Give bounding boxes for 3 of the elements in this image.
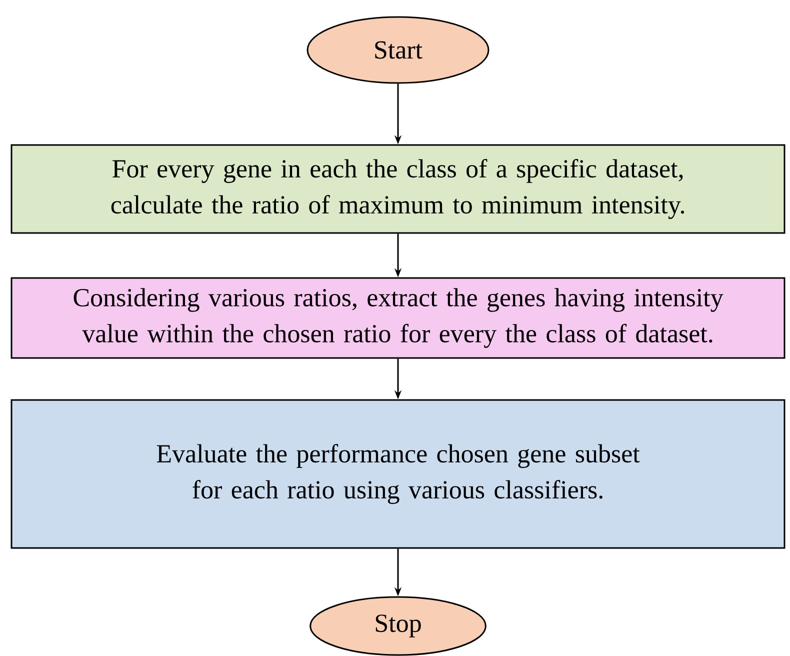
process-box: Evaluate the performance chosen gene subset for each ratio using various classifiers. bbox=[10, 399, 786, 549]
process-box: Considering various ratios, extract the genes having intensity value within the chosen ratio for every the class of dataset. bbox=[10, 277, 786, 359]
process-box: For every gene in each the class of a specific dataset, calculate the ratio of maximum to minimum intensity. bbox=[10, 144, 786, 234]
